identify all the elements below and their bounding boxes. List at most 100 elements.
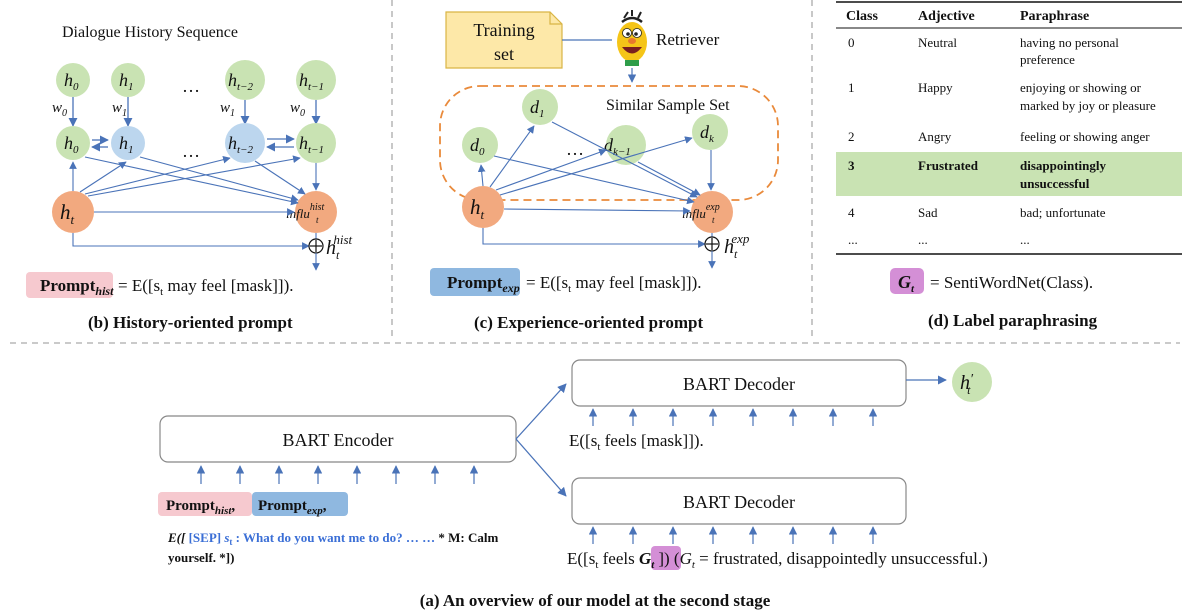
encoder-input-line-1: E([ [SEP] st : What do you want me to do… — [167, 530, 498, 547]
panel-c-influ-node: influexp t — [682, 191, 733, 233]
bart-decoder-bottom-box — [571, 477, 907, 525]
weight-label-3: w0 — [290, 100, 305, 119]
svg-text:h0: h0 — [64, 70, 79, 93]
bottom-g-badge — [651, 546, 681, 570]
svg-text:ht: ht — [470, 195, 485, 222]
svg-text:1: 1 — [848, 80, 855, 95]
panel-c-node-d0: d0 — [462, 127, 498, 163]
svg-text:h′t: h′t — [960, 372, 974, 397]
svg-text:Happy: Happy — [918, 80, 953, 95]
svg-text:ht−1: ht−1 — [299, 70, 324, 93]
svg-text:feeling or showing anger: feeling or showing anger — [1020, 129, 1150, 144]
bart-decoder-bottom-label: BART Decoder — [683, 492, 795, 512]
panel-b-ht-node: ht — [52, 191, 94, 233]
svg-text:enjoying or showing or: enjoying or showing or — [1020, 80, 1142, 95]
panel-c-node-dk: dk — [692, 114, 728, 150]
bart-decoder-top-label: BART Decoder — [683, 374, 795, 394]
table-row: 4 Sad bad; unfortunate — [848, 205, 1106, 220]
panel-b-top-node-t-2: ht−2 — [225, 60, 265, 100]
svg-text:Sad: Sad — [918, 205, 938, 220]
weight-label-1: w1 — [112, 100, 127, 119]
weight-label-0: w0 — [52, 100, 67, 119]
panel-b-top-node-t-1: ht−1 — [296, 60, 336, 100]
weight-label-2: w1 — [220, 100, 235, 119]
panel-c-ht-node: ht — [462, 186, 504, 228]
panel-b-top-dots: … — [182, 76, 200, 96]
panel-c-caption: (c) Experience-oriented prompt — [474, 313, 703, 332]
input-prompt-exp: Promptexp, — [258, 498, 327, 517]
prompt-hist-formula: = E([st may feel [mask]]). — [118, 276, 294, 298]
panel-a-overview: BART Encoder Prompthist, Promptexp, E([ … — [158, 359, 992, 610]
table-row: ... ... ... — [848, 232, 1030, 247]
panel-d-caption: (d) Label paraphrasing — [928, 311, 1098, 330]
svg-text:h0: h0 — [64, 133, 79, 156]
svg-text:4: 4 — [848, 205, 855, 220]
table-row: 1 Happy enjoying or showing or marked by… — [848, 80, 1156, 113]
panel-c-dots: … — [566, 139, 584, 159]
panel-c-experience-prompt: Training set Retriever Similar Sample Se… — [430, 10, 779, 332]
g-badge — [890, 268, 924, 294]
dialogue-history-header: Dialogue History Sequence — [62, 24, 238, 41]
panel-b-mid-node-0: h0 — [56, 126, 90, 160]
svg-text:marked by joy or pleasure: marked by joy or pleasure — [1020, 98, 1156, 113]
table-header-paraphrase: Paraphrase — [1020, 9, 1089, 24]
svg-text:h1: h1 — [119, 70, 134, 93]
bart-decoder-top-box — [571, 359, 907, 407]
panel-c-node-d1: d1 — [522, 89, 558, 125]
panel-c-node-dk-1: dk−1 — [604, 125, 646, 165]
svg-text:ht−2: ht−2 — [228, 133, 253, 156]
training-set-label-1: Training — [473, 20, 534, 40]
output-h-prime-node: h′t — [952, 362, 992, 402]
svg-text:0: 0 — [848, 35, 855, 50]
panel-b-mid-dots: … — [182, 141, 200, 161]
panel-b-history-prompt: Dialogue History Sequence h0 h1 … ht−2 h… — [26, 24, 353, 332]
table-row: 2 Angry feeling or showing anger — [848, 129, 1150, 144]
svg-text:preference: preference — [1020, 52, 1075, 67]
prompt-exp-badge — [430, 268, 520, 296]
svg-text:having no personal: having no personal — [1020, 35, 1119, 50]
svg-text:unsuccessful: unsuccessful — [1020, 176, 1090, 191]
sentiwordnet-formula: = SentiWordNet(Class). — [930, 273, 1093, 292]
svg-text:d1: d1 — [530, 97, 545, 120]
retriever-label: Retriever — [656, 30, 720, 49]
svg-text:t: t — [316, 215, 319, 225]
encoder-input-line-2: yourself. *]) — [168, 550, 234, 565]
panel-a-caption: (a) An overview of our model at the seco… — [420, 591, 771, 610]
svg-text:ht−1: ht−1 — [299, 133, 324, 156]
panel-b-mid-node-t-1: ht−1 — [296, 123, 336, 163]
svg-text:t: t — [712, 215, 715, 225]
svg-text:Neutral: Neutral — [918, 35, 957, 50]
svg-text:h1: h1 — [119, 133, 134, 156]
table-header-class: Class — [846, 9, 878, 24]
retriever-icon — [617, 10, 647, 66]
panel-b-top-node-1: h1 — [111, 63, 145, 97]
prompt-exp-formula: = E([st may feel [mask]]). — [526, 273, 702, 295]
panel-b-mid-node-t-2: ht−2 — [225, 123, 265, 163]
input-prompt-hist-badge — [158, 492, 252, 516]
similar-sample-set-region — [439, 85, 779, 201]
g-label: Gt — [898, 272, 915, 295]
svg-text:ht−2: ht−2 — [228, 70, 253, 93]
svg-text:2: 2 — [848, 129, 855, 144]
svg-text:disappointingly: disappointingly — [1020, 158, 1106, 173]
svg-text:bad; unfortunate: bad; unfortunate — [1020, 205, 1106, 220]
bottom-decoder-input: E([st feels Gt]) (Gt = frustrated, disap… — [567, 549, 988, 571]
prompt-hist-badge — [26, 272, 113, 298]
svg-text:...: ... — [918, 232, 928, 247]
panel-c-output-label: htexp — [724, 231, 750, 261]
similar-sample-set-label: Similar Sample Set — [606, 97, 730, 114]
svg-text:dk: dk — [700, 122, 715, 145]
input-prompt-exp-badge — [252, 492, 348, 516]
svg-text:...: ... — [1020, 232, 1030, 247]
training-set-label-2: set — [494, 44, 514, 64]
panel-b-output-label: hthist — [326, 232, 353, 262]
svg-text:d0: d0 — [470, 135, 485, 158]
table-row-highlighted: 3 Frustrated disappointingly unsuccessfu… — [836, 152, 1182, 196]
svg-text:Angry: Angry — [918, 129, 952, 144]
bart-encoder-label: BART Encoder — [282, 430, 393, 450]
svg-text:ht: ht — [60, 200, 75, 227]
svg-text:3: 3 — [848, 158, 855, 173]
panel-b-top-node-0: h0 — [56, 63, 90, 97]
svg-text:...: ... — [848, 232, 858, 247]
